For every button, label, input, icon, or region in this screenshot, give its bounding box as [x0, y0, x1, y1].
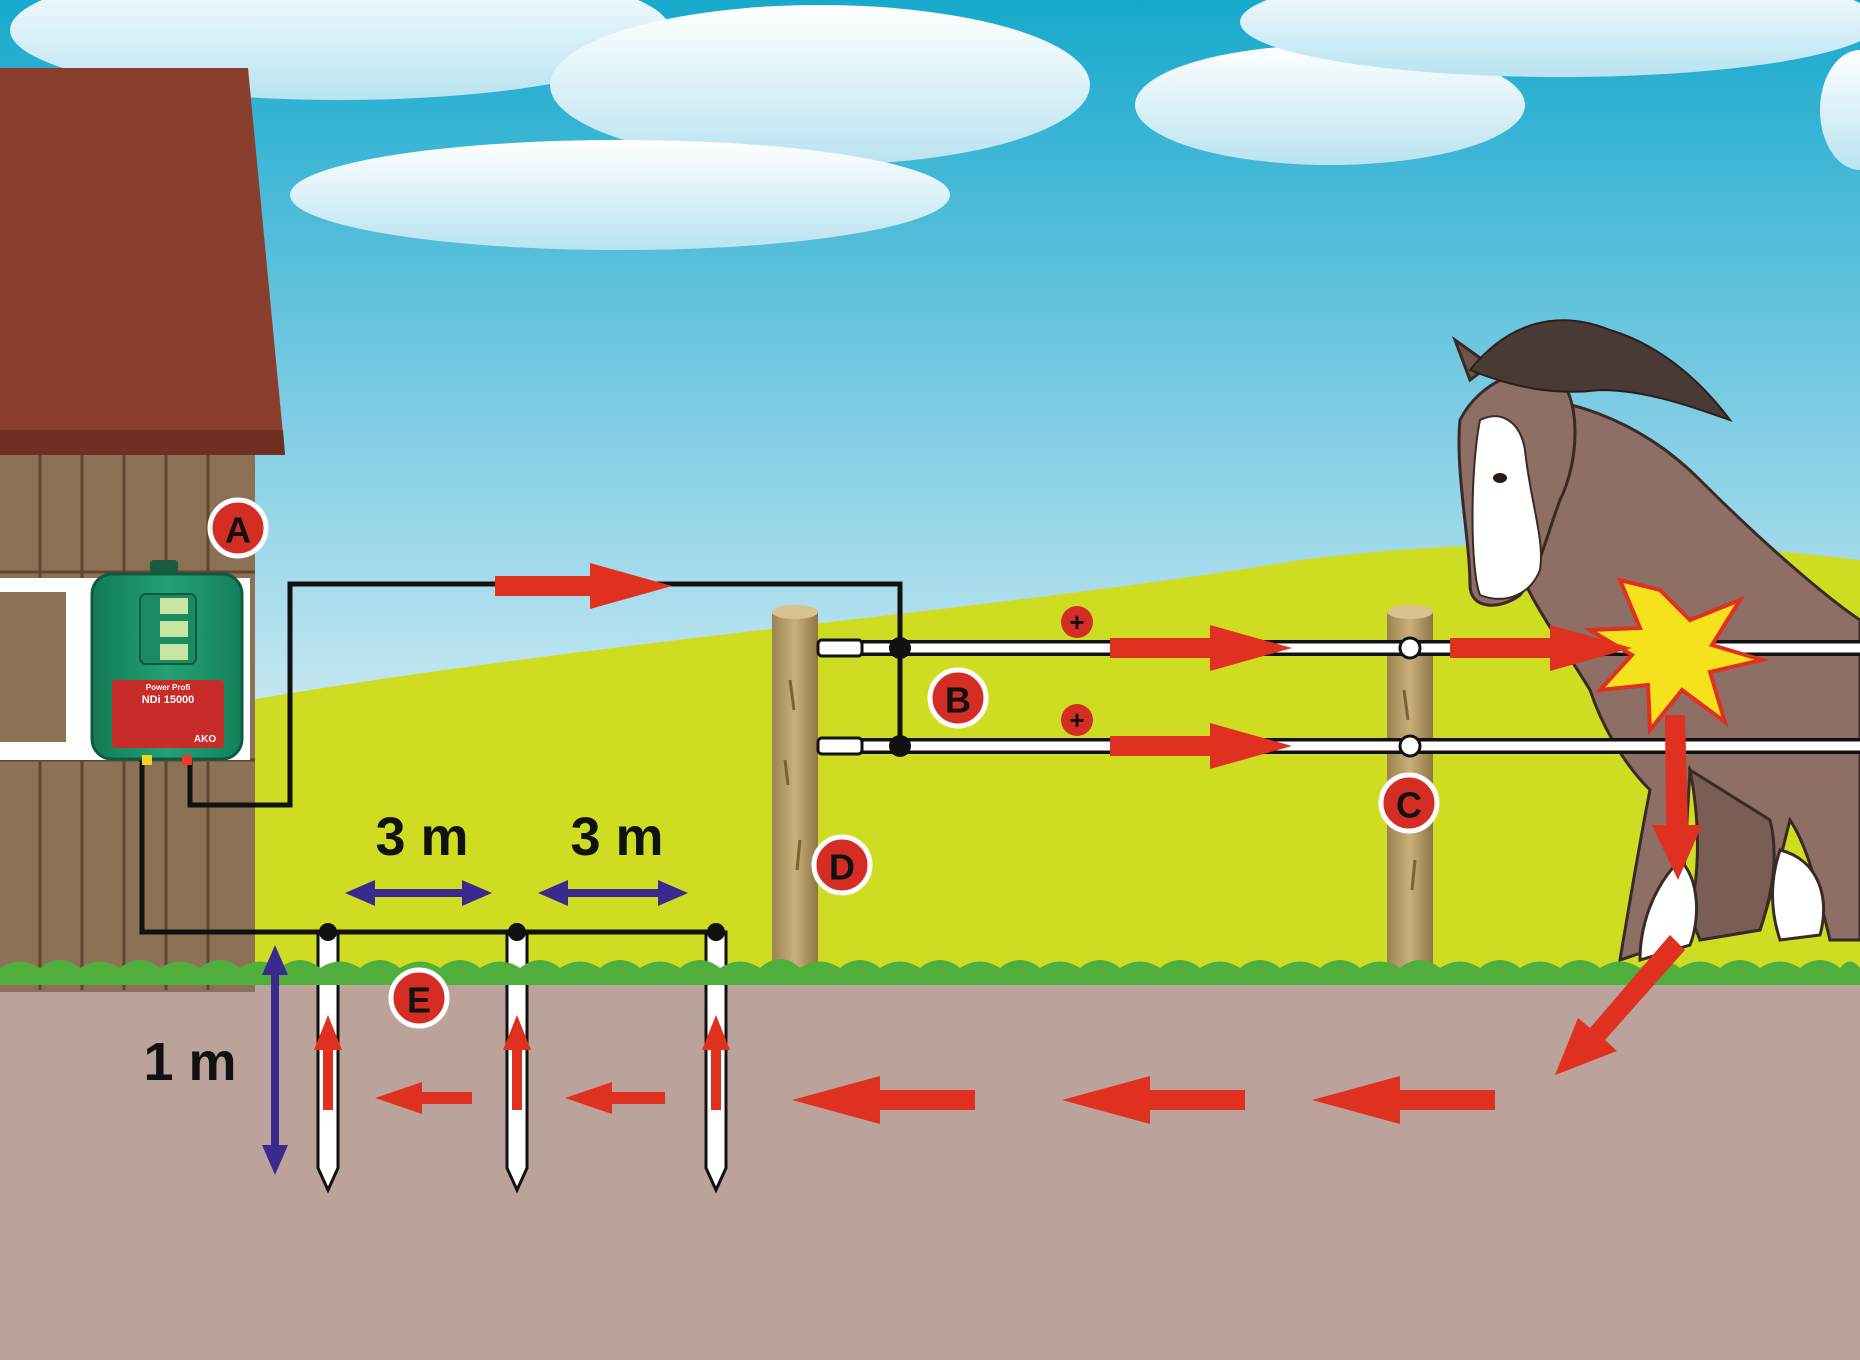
- badge-b: B: [930, 670, 986, 726]
- badge-e-label: E: [407, 980, 431, 1021]
- energizer-brand-text: Power Profi: [146, 683, 190, 692]
- horse-eye: [1493, 473, 1507, 483]
- insulator-ring: [1400, 736, 1420, 756]
- cloud: [290, 140, 950, 250]
- polarity-marker-bottom: +: [1061, 704, 1093, 736]
- barn-window-pane: [0, 592, 66, 742]
- badge-a-label: A: [225, 510, 251, 551]
- spacing-1-label: 3 m: [375, 807, 468, 867]
- badge-e: E: [391, 970, 447, 1026]
- insulator-ring: [1400, 638, 1420, 658]
- badge-b-label: B: [945, 680, 971, 721]
- fence-post-d: [772, 605, 818, 982]
- badge-c: C: [1381, 775, 1437, 831]
- polarity-top-label: +: [1069, 607, 1084, 637]
- badge-c-label: C: [1396, 785, 1422, 826]
- energizer-model-text: NDi 15000: [142, 694, 195, 706]
- depth-label: 1 m: [143, 1032, 236, 1092]
- badge-d: D: [814, 837, 870, 893]
- spacing-2-label: 3 m: [570, 807, 663, 867]
- energizer-device: Power Profi NDi 15000 AKO: [92, 560, 242, 765]
- badge-a: A: [210, 500, 266, 556]
- wire-junction: [889, 735, 911, 757]
- polarity-bottom-label: +: [1069, 705, 1084, 735]
- badge-d-label: D: [829, 847, 855, 888]
- polarity-marker-top: +: [1061, 606, 1093, 638]
- wire-junction: [889, 637, 911, 659]
- barn-roof: [0, 68, 285, 455]
- insulator: [818, 738, 862, 754]
- insulator: [818, 640, 862, 656]
- energizer-logo-text: AKO: [194, 734, 216, 745]
